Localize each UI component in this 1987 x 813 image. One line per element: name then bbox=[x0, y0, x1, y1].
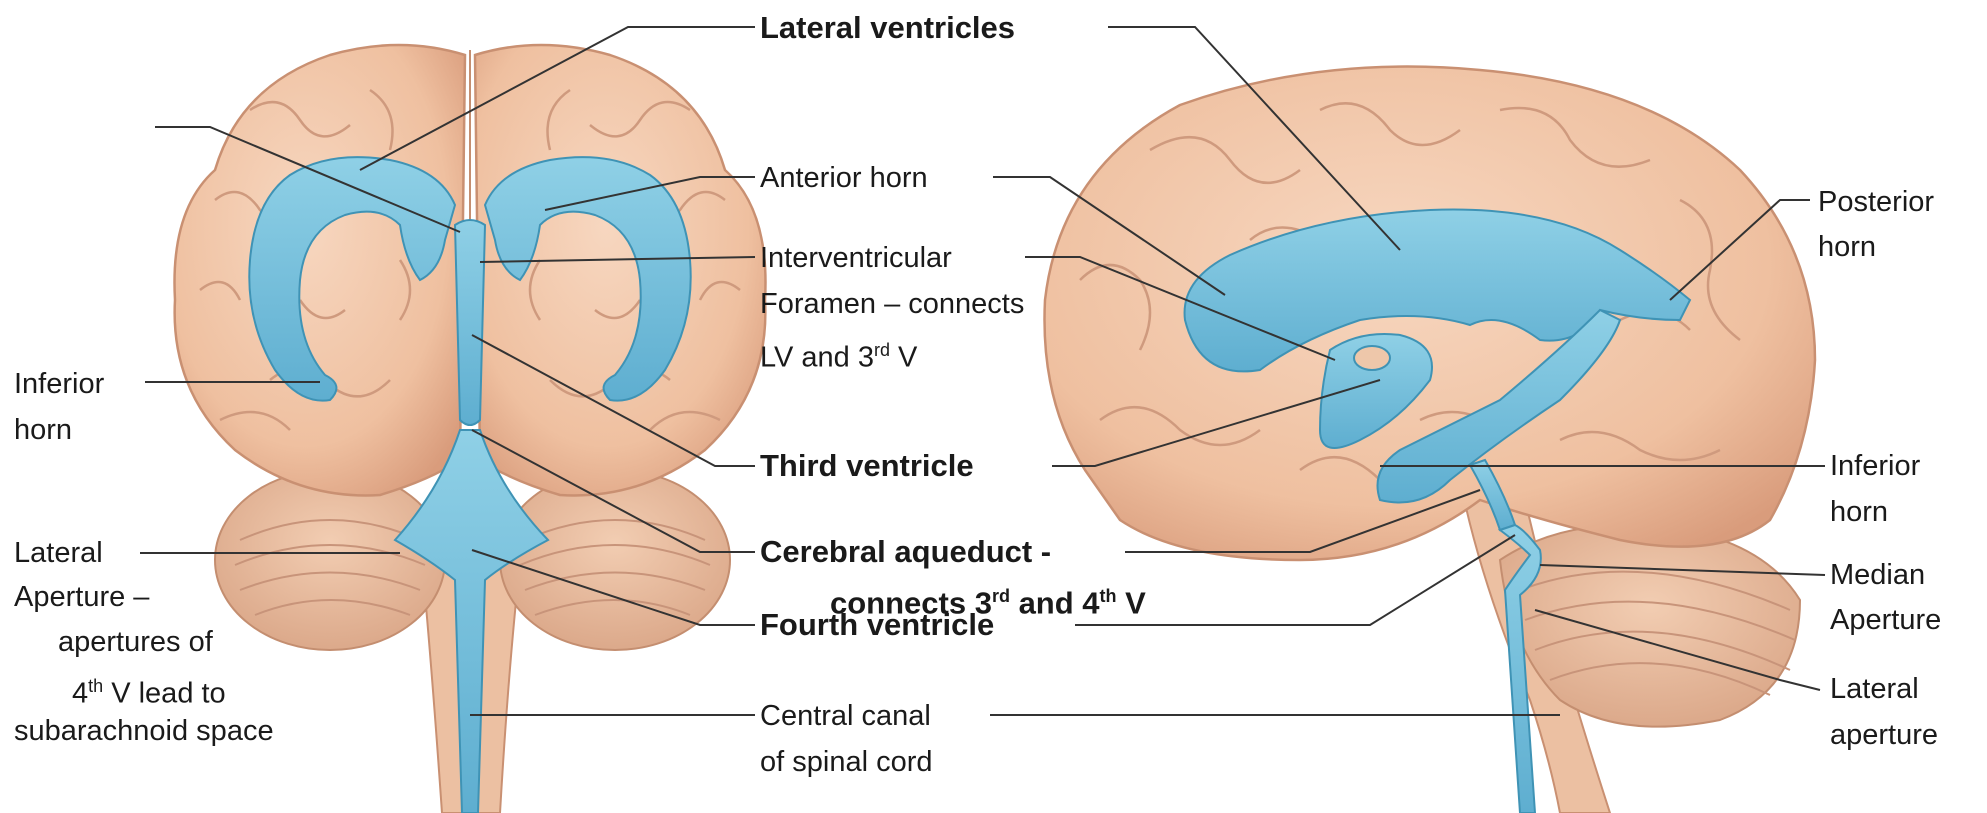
label-inferior-horn-left-line1: Inferior bbox=[14, 362, 104, 406]
label-lateral-aperture-left-line4-text: 4 bbox=[72, 678, 88, 710]
label-median-aperture-line1: Median bbox=[1830, 553, 1925, 597]
label-inferior-horn-right-line2: horn bbox=[1830, 490, 1888, 534]
label-third-ventricle: Third ventricle bbox=[760, 444, 974, 488]
label-lateral-aperture-left-line5: subarachnoid space bbox=[14, 709, 274, 753]
label-interventricular-line2: Foramen – connects bbox=[760, 282, 1024, 326]
label-cerebral-aqueduct-line2-sup2: th bbox=[1100, 586, 1117, 606]
label-lateral-aperture-left-line3: apertures of bbox=[58, 620, 213, 664]
label-cerebral-aqueduct-line1: Cerebral aqueduct - bbox=[760, 530, 1051, 574]
label-posterior-horn-line1: Posterior bbox=[1818, 180, 1934, 224]
label-inferior-horn-left-line2: horn bbox=[14, 408, 72, 452]
label-posterior-horn-line2: horn bbox=[1818, 225, 1876, 269]
label-lateral-ventricles: Lateral ventricles bbox=[760, 6, 1015, 50]
label-lateral-aperture-left-line4: 4th V lead to bbox=[72, 664, 226, 716]
label-interventricular-line3-sup: rd bbox=[874, 340, 890, 360]
label-lateral-aperture-right-line1: Lateral bbox=[1830, 667, 1919, 711]
label-cerebral-aqueduct-line2-end: V bbox=[1117, 585, 1146, 620]
label-lateral-aperture-right-line2: aperture bbox=[1830, 713, 1938, 757]
label-inferior-horn-right-line1: Inferior bbox=[1830, 444, 1920, 488]
label-interventricular-line3-end: V bbox=[890, 342, 917, 374]
label-interventricular-line3-text: LV and 3 bbox=[760, 342, 874, 374]
label-cerebral-aqueduct-line2-sup1: rd bbox=[992, 586, 1010, 606]
label-lateral-aperture-left-line4-sup: th bbox=[88, 676, 103, 696]
label-median-aperture-line2: Aperture bbox=[1830, 598, 1941, 642]
label-lateral-aperture-left-line1: Lateral bbox=[14, 531, 103, 575]
label-anterior-horn: Anterior horn bbox=[760, 156, 928, 200]
label-lateral-aperture-left-line2: Aperture – bbox=[14, 575, 149, 619]
interthalamic-adhesion bbox=[1354, 346, 1390, 370]
third-ventricle-anterior bbox=[455, 220, 485, 425]
label-central-canal-line1: Central canal bbox=[760, 694, 931, 738]
label-fourth-ventricle: Fourth ventricle bbox=[760, 603, 994, 647]
label-cerebral-aqueduct-line2-mid: and 4 bbox=[1010, 585, 1100, 620]
fourth-ventricle-anterior bbox=[395, 430, 548, 813]
label-interventricular-line3: LV and 3rd V bbox=[760, 328, 917, 380]
label-interventricular-line1: Interventricular bbox=[760, 236, 952, 280]
label-central-canal-line2: of spinal cord bbox=[760, 740, 933, 784]
label-lateral-aperture-left-line4-end: V lead to bbox=[103, 678, 226, 710]
